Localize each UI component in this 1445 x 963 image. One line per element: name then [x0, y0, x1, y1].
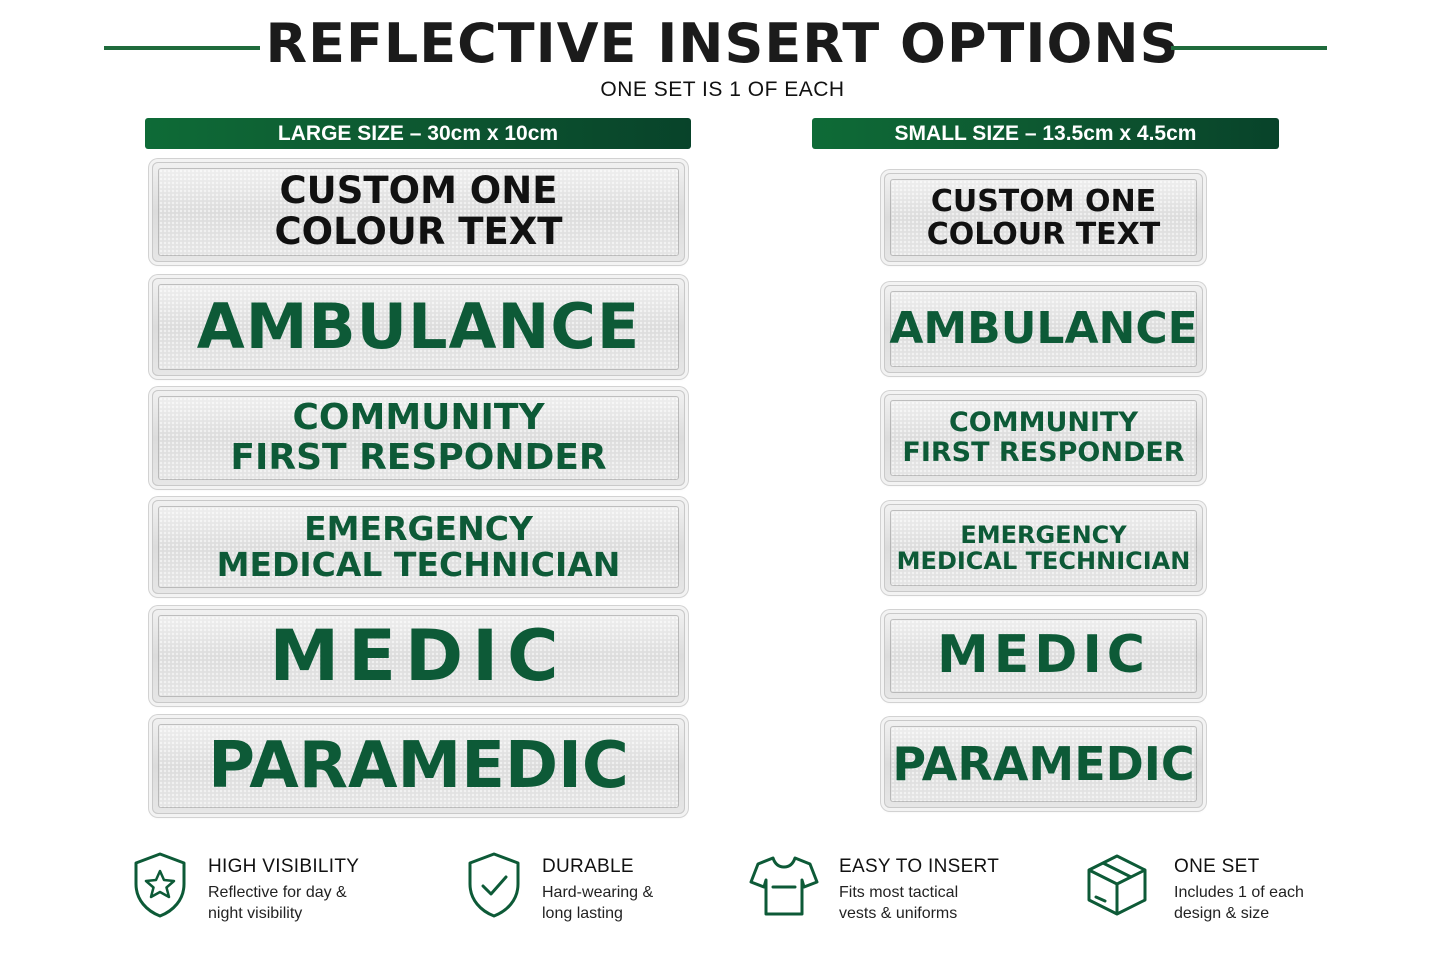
feature-title: HIGH VISIBILITY — [208, 856, 360, 877]
patch-text-line: PARAMEDIC — [892, 736, 1195, 791]
feature-title: DURABLE — [542, 856, 634, 877]
page-title: REFLECTIVE INSERT OPTIONS — [265, 12, 1180, 75]
tshirt-icon — [749, 856, 819, 916]
shield-check-icon — [468, 852, 520, 918]
small-patch-ambulance: AMBULANCE — [884, 285, 1203, 373]
patch-text-line: PARAMEDIC — [208, 728, 629, 803]
small-patch-medic: MEDIC — [884, 613, 1203, 699]
feature-description: vests & uniforms — [839, 905, 958, 922]
large-patch-community-first-responder: COMMUNITY FIRST RESPONDER — [152, 390, 685, 486]
feature-title: ONE SET — [1174, 856, 1260, 877]
patch-text-line: AMBULANCE — [889, 302, 1198, 354]
feature-easy-to-insert: EASY TO INSERT Fits most tactical vests … — [748, 850, 1018, 930]
box-icon — [1087, 854, 1147, 916]
feature-title: EASY TO INSERT — [839, 856, 1000, 877]
feature-description: Fits most tactical — [839, 884, 959, 901]
shield-star-icon — [134, 852, 186, 918]
small-patch-emt: EMERGENCY MEDICAL TECHNICIAN — [884, 504, 1203, 592]
feature-description: Includes 1 of each — [1174, 884, 1304, 901]
large-patch-custom: CUSTOM ONE COLOUR TEXT — [152, 162, 685, 262]
feature-high-visibility: HIGH VISIBILITY Reflective for day & nig… — [130, 850, 390, 930]
patch-text-line: FIRST RESPONDER — [902, 437, 1185, 468]
large-patch-emt: EMERGENCY MEDICAL TECHNICIAN — [152, 500, 685, 594]
feature-description: long lasting — [542, 905, 623, 922]
patch-text-line: COLOUR TEXT — [926, 216, 1161, 252]
small-patch-paramedic: PARAMEDIC — [884, 720, 1203, 808]
patch-text-line: FIRST RESPONDER — [230, 437, 607, 478]
patch-text-line: COMMUNITY — [292, 397, 545, 439]
patch-text-line: CUSTOM ONE — [279, 169, 558, 213]
feature-durable: DURABLE Hard-wearing & long lasting — [464, 850, 704, 930]
large-patch-ambulance: AMBULANCE — [152, 278, 685, 376]
patch-text-line: MEDICAL TECHNICIAN — [216, 545, 621, 584]
large-patch-medic: MEDIC — [152, 609, 685, 703]
patch-text-line: COLOUR TEXT — [274, 210, 563, 253]
small-patch-community-first-responder: COMMUNITY FIRST RESPONDER — [884, 394, 1203, 482]
large-patch-paramedic: PARAMEDIC — [152, 718, 685, 814]
patch-text-line: MEDIC — [269, 614, 568, 697]
feature-description: design & size — [1174, 905, 1270, 922]
feature-description: Reflective for day & — [208, 884, 347, 901]
patch-text-line: COMMUNITY — [948, 407, 1139, 439]
feature-description: Hard-wearing & — [542, 884, 654, 901]
feature-description: night visibility — [208, 905, 303, 922]
patch-text-line: EMERGENCY — [960, 520, 1127, 549]
patch-text-line: MEDICAL TECHNICIAN — [896, 547, 1191, 575]
patch-text-line: AMBULANCE — [196, 289, 641, 363]
large-size-header: LARGE SIZE – 30cm x 10cm — [145, 118, 691, 149]
patch-text-line: MEDIC — [937, 625, 1150, 686]
patch-text-line: EMERGENCY — [304, 508, 533, 548]
title-divider-right — [1171, 46, 1327, 50]
small-patch-custom: CUSTOM ONE COLOUR TEXT — [884, 173, 1203, 262]
small-size-header: SMALL SIZE – 13.5cm x 4.5cm — [812, 118, 1279, 149]
page-subtitle: ONE SET IS 1 OF EACH — [600, 78, 845, 101]
title-divider-left — [104, 46, 260, 50]
patch-text-line: CUSTOM ONE — [930, 183, 1157, 219]
feature-one-set: ONE SET Includes 1 of each design & size — [1085, 850, 1335, 930]
